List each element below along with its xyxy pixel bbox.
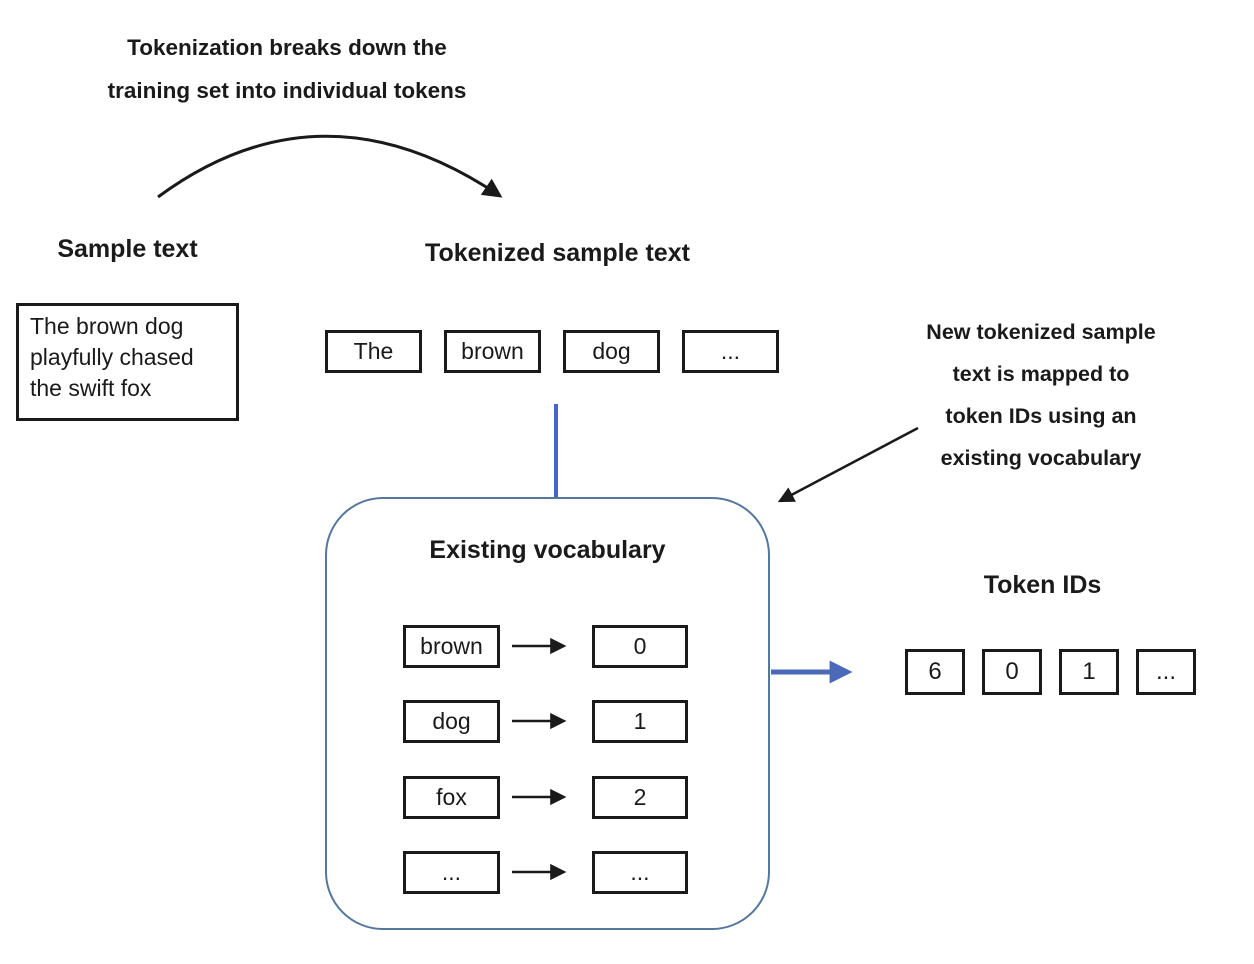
- token-ids-heading: Token IDs: [983, 571, 1102, 599]
- token-box: The: [325, 330, 422, 373]
- top-annotation: Tokenization breaks down the training se…: [57, 26, 517, 112]
- token-id-box: 0: [982, 649, 1042, 695]
- token-id-box: 1: [1059, 649, 1119, 695]
- tokenized-token-row: The brown dog ...: [325, 330, 779, 373]
- mapping-annotation-line-4: existing vocabulary: [940, 446, 1142, 470]
- sample-text-box: The brown dog playfully chased the swift…: [16, 303, 239, 421]
- vocab-token-box: ...: [403, 851, 500, 894]
- vocab-token-box: fox: [403, 776, 500, 819]
- mapping-annotation-line-1: New tokenized sample: [926, 320, 1156, 344]
- top-annotation-line-1: Tokenization breaks down the: [127, 35, 447, 60]
- existing-vocabulary-container: [325, 497, 770, 930]
- vocab-row: fox 2: [403, 776, 688, 819]
- top-annotation-line-2: training set into individual tokens: [107, 78, 467, 103]
- mapping-annotation-line-2: text is mapped to: [952, 362, 1130, 386]
- tokenized-sample-heading: Tokenized sample text: [425, 239, 690, 267]
- token-box: ...: [682, 330, 779, 373]
- vocab-token-box: brown: [403, 625, 500, 668]
- existing-vocabulary-heading: Existing vocabulary: [429, 536, 666, 564]
- mapping-annotation-line-3: token IDs using an: [945, 404, 1137, 428]
- sample-text-content: The brown dog playfully chased the swift…: [30, 313, 194, 401]
- vocab-token-box: dog: [403, 700, 500, 743]
- token-id-box: 6: [905, 649, 965, 695]
- token-ids-row: 6 0 1 ...: [905, 649, 1196, 695]
- token-box: brown: [444, 330, 541, 373]
- vocab-row: dog 1: [403, 700, 688, 743]
- vocab-id-box: ...: [592, 851, 688, 894]
- mapping-annotation: New tokenized sample text is mapped to t…: [893, 311, 1189, 479]
- vocab-row: ... ...: [403, 851, 688, 894]
- token-box: dog: [563, 330, 660, 373]
- vocab-row: brown 0: [403, 625, 688, 668]
- vocab-id-box: 1: [592, 700, 688, 743]
- token-id-box: ...: [1136, 649, 1196, 695]
- sample-text-heading: Sample text: [57, 235, 198, 263]
- tokenization-curved-arrow: [157, 134, 503, 199]
- vocab-id-box: 0: [592, 625, 688, 668]
- vocab-id-box: 2: [592, 776, 688, 819]
